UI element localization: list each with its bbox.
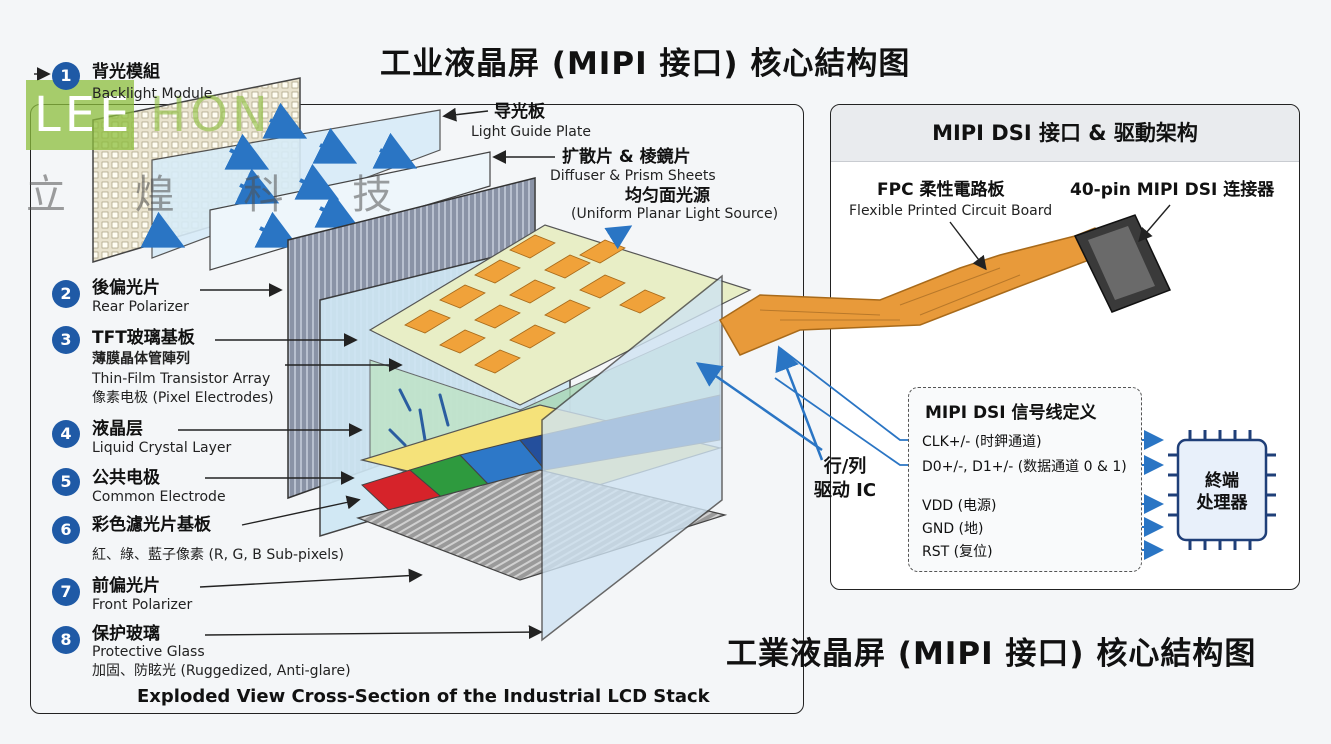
diagram-title-bottom: 工業液晶屏 (MIPI 接口) 核心結构图 [726, 636, 1257, 672]
fpc-leaders [949, 204, 1171, 271]
signal-vdd: VDD (电源) [922, 498, 997, 514]
layer-8-zh: 保护玻璃 [92, 624, 160, 644]
diagram-title: 工业液晶屏 (MIPI 接口) 核心結构图 [380, 46, 911, 82]
layer-8-sub1: 加固、防眩光 (Ruggedized, Anti-glare) [92, 663, 351, 679]
lgp-en: Light Guide Plate [471, 124, 591, 140]
driver-ic-arrows [604, 225, 824, 461]
layer-5-badge: 5 [52, 468, 80, 496]
processor-chip [1168, 430, 1276, 550]
layer-7-en: Front Polarizer [92, 597, 193, 613]
driver-ic-label: 行/列 驱动 IC [813, 456, 877, 501]
fpc-zh: FPC 柔性電路板 [877, 180, 1005, 200]
signal-rst: RST (复位) [922, 544, 993, 560]
watermark-zh: 立 煌 科 技 [26, 172, 421, 218]
uniform-en: (Uniform Planar Light Source) [571, 206, 779, 222]
diffuser-en: Diffuser & Prism Sheets [550, 168, 716, 184]
layer-2-en: Rear Polarizer [92, 299, 189, 315]
mipi-panel-header: MIPI DSI 接口 & 驱動架构 [831, 105, 1299, 162]
layer-8-badge: 8 [52, 626, 80, 654]
layer-4-badge: 4 [52, 420, 80, 448]
diffuser-zh: 扩散片 & 棱鏡片 [562, 147, 691, 167]
lgp-zh: 导光板 [494, 102, 545, 122]
layer-3-sub2: 像素电极 (Pixel Electrodes) [92, 390, 274, 406]
layer-1-badge: 1 [52, 62, 80, 90]
protective-glass [541, 274, 723, 642]
layer-leaders [34, 67, 555, 640]
layer-2-zh: 後偏光片 [92, 278, 160, 298]
layer-1-zh: 背光模組 [92, 62, 160, 82]
layer-6-zh: 彩色濾光片基板 [92, 515, 211, 535]
light-arrows [140, 102, 418, 248]
uniform-zh: 均匀面光源 [625, 186, 710, 206]
layer-4-zh: 液晶层 [92, 419, 143, 439]
layer-8-en: Protective Glass [92, 644, 205, 660]
layer-3-sub1: 薄膜晶体管陣列 [92, 351, 190, 367]
layer-1-en: Backlight Module [92, 86, 213, 102]
layer-4-en: Liquid Crystal Layer [92, 440, 232, 456]
watermark-text: HON [150, 87, 272, 143]
layer-6-badge: 6 [52, 516, 80, 544]
signal-data: D0+/-, D1+/- (数据通道 0 & 1) [922, 459, 1127, 475]
fpc-ribbon [718, 227, 1112, 356]
processor-label: 終端 处理器 [1196, 471, 1248, 513]
layer-7-zh: 前偏光片 [92, 576, 160, 596]
signal-wires [774, 347, 920, 466]
signal-clk: CLK+/- (时鉀通道) [922, 434, 1042, 450]
layer-2-badge: 2 [52, 280, 80, 308]
layer-3-en: Thin-Film Transistor Array [92, 371, 271, 387]
layer-6-sub1: 紅、綠、藍子像素 (R, G, B Sub-pixels) [92, 547, 344, 563]
fpc-en: Flexible Printed Circuit Board [849, 203, 1053, 219]
layer-3-badge: 3 [52, 326, 80, 354]
tft-array-plate [368, 224, 752, 406]
signal-gnd: GND (地) [922, 521, 984, 537]
signal-box-title: MIPI DSI 信号线定义 [925, 403, 1097, 423]
watermark-logo: LEE [26, 80, 134, 150]
layer-7-badge: 7 [52, 578, 80, 606]
layer-5-zh: 公共电极 [92, 468, 160, 488]
connector-label: 40-pin MIPI DSI 连接器 [1070, 180, 1275, 200]
diagram-caption: Exploded View Cross-Section of the Indus… [137, 686, 710, 707]
layer-3-zh: TFT玻璃基板 [92, 328, 195, 348]
signal-definition-box: MIPI DSI 信号线定义 [908, 387, 1142, 572]
layer-5-en: Common Electrode [92, 489, 226, 505]
